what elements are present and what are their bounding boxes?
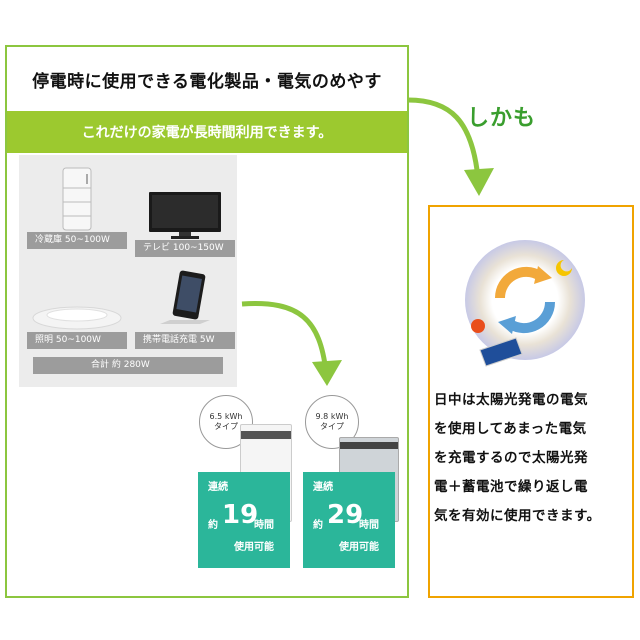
right-description: 日中は太陽光発電の電気 を使用してあまった電気 を充電するので太陽光発 電＋蓄電… xyxy=(434,386,630,531)
hours-unit: 時間 xyxy=(254,520,274,531)
appliance-label: 冷蔵庫 50~100W xyxy=(27,232,127,249)
appliance-label: 照明 50~100W xyxy=(27,332,127,349)
ceiling-light-icon xyxy=(27,260,127,332)
refrigerator-icon xyxy=(27,160,127,232)
available-label: 使用可能 xyxy=(339,542,379,553)
type-text: タイプ xyxy=(214,422,238,431)
available-label: 使用可能 xyxy=(234,542,274,553)
television-icon xyxy=(135,168,235,240)
capacity-text: 9.8 kWh xyxy=(315,411,349,421)
appliance-label: テレビ 100~150W xyxy=(135,240,235,257)
type-text: タイプ xyxy=(320,422,344,431)
appliance-label: 携帯電話充電 5W xyxy=(135,332,235,349)
description-line: を使用してあまった電気 xyxy=(434,421,587,437)
battery-capacity-bubble: 6.5 kWh タイプ xyxy=(199,395,253,449)
lead-text: しかも xyxy=(467,106,537,131)
capacity-text: 6.5 kWh xyxy=(209,411,243,421)
battery-runtime-6-5: 連続 約 19 時間 使用可能 xyxy=(198,472,290,568)
hours-unit: 時間 xyxy=(359,520,379,531)
continuous-label: 連続 xyxy=(313,482,333,493)
total-wattage: 合計 約 280W xyxy=(33,357,223,374)
description-line: 気を有効に使用できます。 xyxy=(434,508,601,524)
description-line: 電＋蓄電池で繰り返し電 xyxy=(434,479,588,495)
description-line: を充電するので太陽光発 xyxy=(434,450,588,466)
hours-value: 19 xyxy=(222,500,259,530)
panel-banner: これだけの家電が長時間利用できます。 xyxy=(7,111,407,153)
approx-label: 約 xyxy=(208,520,218,531)
appliance-television: テレビ 100~150W xyxy=(135,168,235,258)
appliance-refrigerator: 冷蔵庫 50~100W xyxy=(27,160,127,250)
battery-runtime-9-8: 連続 約 29 時間 使用可能 xyxy=(303,472,395,568)
hours-value: 29 xyxy=(327,500,364,530)
appliance-ceiling-light: 照明 50~100W xyxy=(27,260,127,350)
continuous-label: 連続 xyxy=(208,482,228,493)
description-line: 日中は太陽光発電の電気 xyxy=(434,392,588,408)
solar-charge-cycle-icon xyxy=(460,238,590,372)
appliance-phone-charger: 携帯電話充電 5W xyxy=(135,260,235,350)
approx-label: 約 xyxy=(313,520,323,531)
panel-title: 停電時に使用できる電化製品・電気のめやす xyxy=(32,71,382,92)
smartphone-charger-icon xyxy=(135,260,235,332)
